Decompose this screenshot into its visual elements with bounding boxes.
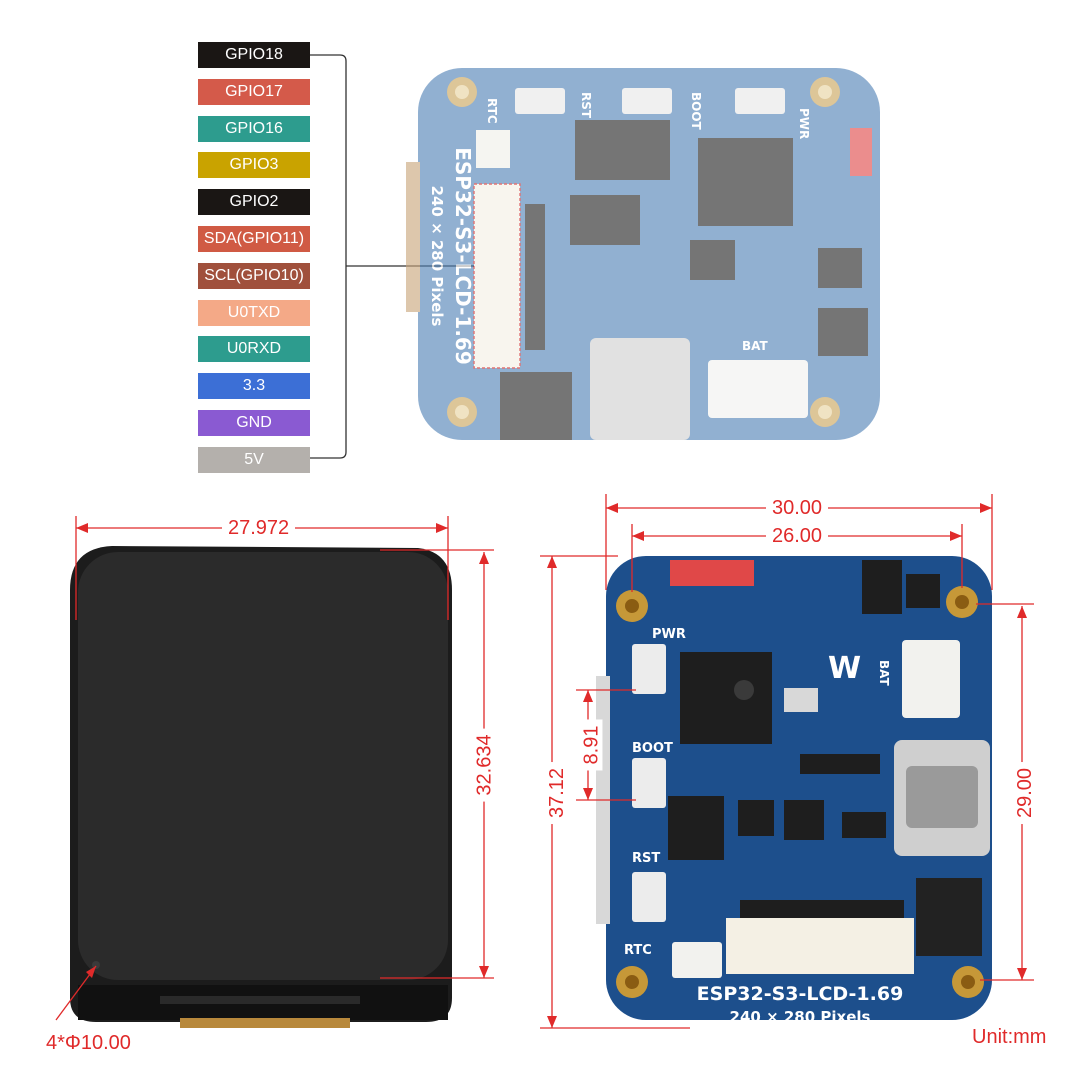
front-width-dim: 27.972: [222, 517, 296, 539]
pin-label: U0RXD: [198, 336, 310, 363]
pin-label: GPIO16: [198, 115, 310, 142]
top-bat-label: BAT: [742, 339, 769, 353]
top-board: ESP32-S3-LCD-1.69 240 × 280 Pixels RTC R…: [406, 68, 880, 440]
hole-diameter-dim: 4*Φ10.00: [40, 1032, 137, 1054]
pin-bracket: [310, 54, 347, 459]
top-boot-label: BOOT: [689, 92, 703, 131]
button-gap-dim: 8.91: [580, 719, 603, 771]
hole-height-dim: 29.00: [1014, 761, 1037, 825]
front-arrowheads: [76, 523, 489, 978]
outer-width-dim: 30.00: [766, 497, 829, 519]
pin-label: 5V: [198, 446, 310, 473]
back-board: W PWR BOOT RST RTC BAT ESP32-S3-LCD-1.69…: [596, 556, 992, 1026]
pin-label: GND: [198, 410, 310, 436]
top-board-name: ESP32-S3-LCD-1.69: [451, 147, 475, 365]
pin-label: GPIO18: [198, 42, 310, 68]
waveshare-logo: W: [828, 651, 861, 686]
top-rst-label: RST: [579, 92, 593, 119]
unit-label: Unit:mm: [972, 1026, 1047, 1048]
outer-height-dim: 37.12: [546, 761, 569, 825]
pin-label: U0TXD: [198, 299, 310, 326]
top-board-resolution: 240 × 280 Pixels: [428, 186, 446, 327]
back-rtc-label: RTC: [624, 943, 652, 958]
back-boot-label: BOOT: [632, 741, 673, 756]
top-rtc-label: RTC: [485, 98, 499, 124]
pin-label: GPIO2: [198, 189, 310, 216]
hole-width-dim: 26.00: [766, 525, 829, 547]
front-height-dim: 32.634: [473, 728, 496, 802]
back-bat-label: BAT: [877, 660, 891, 687]
top-pwr-label: PWR: [797, 108, 811, 139]
back-rst-label: RST: [632, 851, 660, 866]
pin-label: SDA(GPIO11): [198, 226, 310, 252]
back-pwr-label: PWR: [652, 627, 686, 642]
back-board-resolution: 240 × 280 Pixels: [730, 1008, 871, 1026]
pin-label: GPIO3: [198, 152, 310, 179]
front-display: [70, 546, 452, 1028]
pin-label: SCL(GPIO10): [198, 262, 310, 289]
pin-label: 3.3: [198, 373, 310, 400]
pin-label: GPIO17: [198, 78, 310, 105]
back-board-name: ESP32-S3-LCD-1.69: [697, 983, 904, 1005]
back-arrowheads: [547, 503, 1027, 1028]
